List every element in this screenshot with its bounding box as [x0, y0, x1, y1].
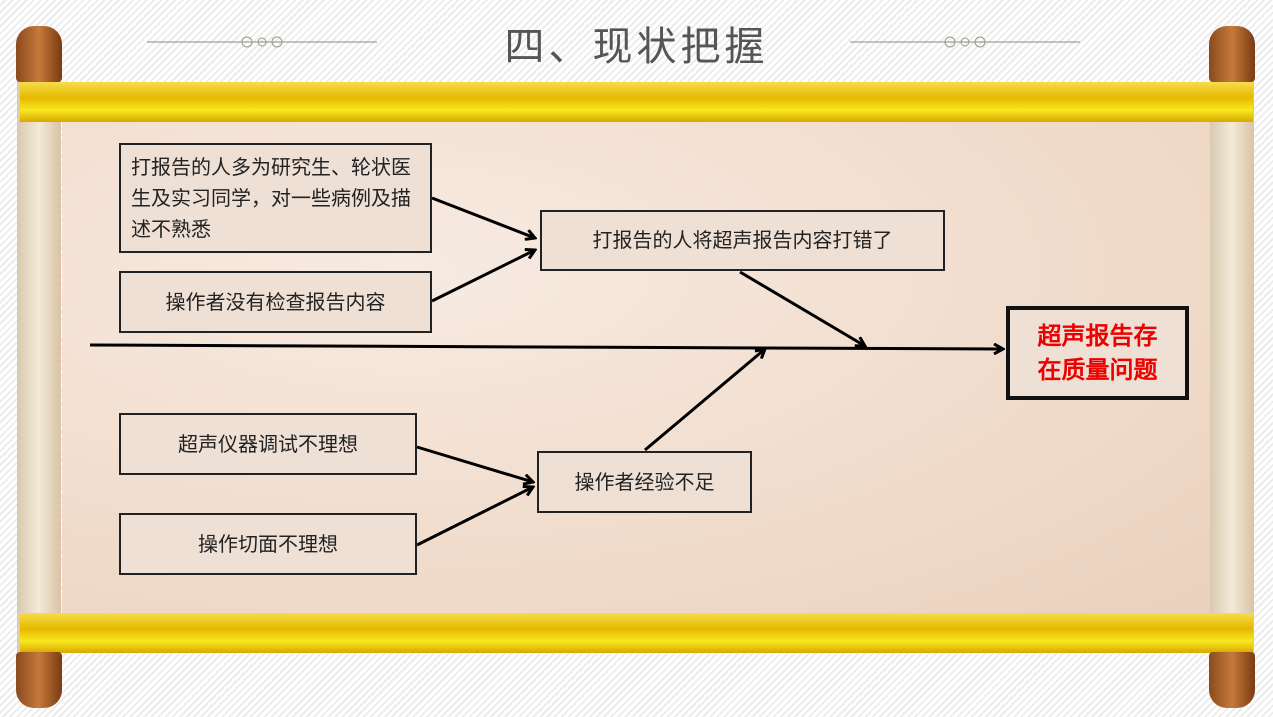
cause-box: 超声仪器调试不理想	[119, 413, 417, 475]
left-ornament-icon	[147, 36, 377, 48]
top-gold-band	[20, 82, 1253, 122]
right-ornament-icon	[850, 36, 1080, 48]
spine-arrow	[89, 345, 1003, 349]
left-scroll-rod	[17, 80, 61, 655]
arrow-cause3	[739, 270, 865, 346]
page-title: 四、现状把握	[504, 24, 769, 70]
arrow-cause1	[431, 196, 535, 238]
left-bottom-cap	[16, 652, 62, 708]
arrow-cause5	[416, 487, 533, 547]
bottom-gold-band	[20, 613, 1253, 653]
left-top-cap	[16, 26, 62, 82]
right-scroll-rod	[1210, 80, 1254, 655]
arrow-cause6	[644, 349, 765, 452]
effect-box: 超声报告存在质量问题	[1006, 306, 1189, 400]
arrow-cause4	[416, 445, 533, 482]
cause-box: 打报告的人将超声报告内容打错了	[540, 210, 945, 271]
right-top-cap	[1209, 26, 1255, 82]
right-bottom-cap	[1209, 652, 1255, 708]
cause-box: 操作切面不理想	[119, 513, 417, 575]
cause-box: 打报告的人多为研究生、轮状医生及实习同学，对一些病例及描述不熟悉	[119, 143, 432, 253]
arrow-cause2	[431, 250, 535, 303]
cause-box: 操作者经验不足	[537, 451, 752, 513]
cause-box: 操作者没有检查报告内容	[119, 271, 432, 333]
